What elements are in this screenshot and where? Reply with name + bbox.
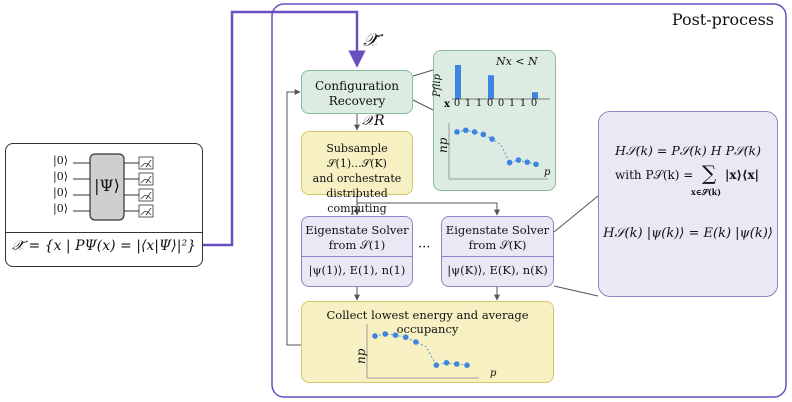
bit-0: 0 <box>453 98 461 109</box>
flip-bar-7 <box>532 92 538 99</box>
sum-symbol: ∑ <box>702 161 717 185</box>
collect-point-0 <box>372 333 378 339</box>
projector-term: |x⟩⟨x| <box>725 168 760 182</box>
collect-point-7 <box>443 360 450 366</box>
occ-point-7 <box>515 157 522 163</box>
eigen-equation: H𝒮(k) |ψ(k)⟩ = E(k) |ψ(k)⟩ <box>603 226 773 241</box>
link-solver-ham-2 <box>553 285 599 297</box>
bit-2: 1 <box>475 98 483 109</box>
link-solver-ham-1 <box>553 195 599 233</box>
recovery-detail-panel: Nx < N Pflip x np p <box>432 50 556 191</box>
collect-np-label: np <box>354 348 368 364</box>
feedback-loop-arrow <box>286 89 301 346</box>
ket-0-a: |0⟩ <box>53 154 68 167</box>
bit-7: 0 <box>530 98 538 109</box>
subsample-box: Subsample 𝒮(1)...𝒮(K) and orchestrate di… <box>301 131 413 215</box>
bit-1: 1 <box>464 98 472 109</box>
bit-5: 1 <box>508 98 516 109</box>
quantum-circuit <box>73 153 154 221</box>
solver-ellipsis: ··· <box>418 240 431 255</box>
input-state-box: |0⟩ |0⟩ |0⟩ |0⟩ |Ψ⟩ 𝒳̃ = {x | PΨ(x) = |⟨… <box>5 143 203 267</box>
divider <box>6 232 202 233</box>
collect-curve <box>374 333 468 366</box>
solverK-line1: Eigenstate Solver <box>445 223 550 237</box>
bit-6: 1 <box>519 98 527 109</box>
collect-point-3 <box>402 334 409 340</box>
occ-curve <box>456 129 537 165</box>
occ-point-1 <box>462 127 469 134</box>
occ-point-3 <box>480 131 487 138</box>
solver1-divider <box>302 256 412 257</box>
eigensolver-1-box: Eigenstate Solver from 𝒮(1) |ψ(1)⟩, E(1)… <box>301 216 413 287</box>
collect-point-4 <box>413 339 419 345</box>
chi-r-label: 𝒳R <box>362 113 385 129</box>
occ-point-2 <box>471 129 478 135</box>
collect-point-9 <box>464 362 470 368</box>
collect-box: Collect lowest energy and average occupa… <box>301 301 554 383</box>
flip-bar-3 <box>488 75 494 99</box>
projector-prefix: with P𝒮(k) = <box>615 168 694 182</box>
eigensolver-k-box: Eigenstate Solver from 𝒮(K) |ψ(K)⟩, E(K)… <box>441 216 554 287</box>
solver1-line2: from 𝒮(1) <box>328 238 386 252</box>
pflip-axis-label: Pflip <box>432 74 443 97</box>
ket-0-c: |0⟩ <box>53 186 68 199</box>
ket-0-b: |0⟩ <box>53 170 68 183</box>
psi-gate-label: |Ψ⟩ <box>94 176 120 195</box>
post-process-label: Post-process <box>671 10 774 29</box>
psi-gate <box>89 153 125 221</box>
subsample-line1: Subsample 𝒮(1)...𝒮(K) <box>326 142 388 170</box>
solverK-line2: from 𝒮(K) <box>468 238 527 252</box>
np-axis-label: np <box>436 137 450 153</box>
config-recovery-line1: Configuration <box>314 79 400 93</box>
link-config-panel <box>412 69 434 77</box>
config-recovery-line2: Recovery <box>328 94 386 108</box>
subsample-line3: distributed computing <box>326 187 388 215</box>
collect-point-1 <box>382 331 389 337</box>
occ-point-8 <box>524 159 531 165</box>
recovery-panel-svg <box>448 65 550 180</box>
solverK-divider <box>442 256 553 257</box>
flip-bar-0 <box>455 65 461 99</box>
post-process-frame <box>271 3 787 398</box>
solver1-outputs: |ψ(1)⟩, E(1), n(1) <box>308 263 406 277</box>
occ-point-4 <box>489 136 495 142</box>
occupancy-plot <box>448 123 548 180</box>
hamiltonian-box: H𝒮(k) = P𝒮(k) H P𝒮(k) with P𝒮(k) = ∑ x∈𝒮… <box>598 111 778 297</box>
solverK-outputs: |ψ(K)⟩, E(K), n(K) <box>447 263 548 277</box>
collect-occupancy-plot <box>366 324 479 379</box>
chi-tilde-label: 𝒳̃ <box>363 30 379 51</box>
collect-point-8 <box>453 361 460 367</box>
collect-point-2 <box>392 332 399 338</box>
bit-4: 0 <box>497 98 505 109</box>
collect-point-6 <box>433 362 440 368</box>
link-config-panel-2 <box>412 99 434 111</box>
collect-label: Collect lowest energy and average occupa… <box>326 308 529 336</box>
subsample-line2: and orchestrate <box>312 172 402 185</box>
collect-plot-svg <box>366 324 479 379</box>
occ-point-9 <box>533 161 539 168</box>
collect-p-label: p <box>490 368 497 379</box>
projected-hamiltonian: H𝒮(k) = P𝒮(k) H P𝒮(k) <box>615 143 761 158</box>
flip-prob-bars <box>452 65 550 100</box>
bit-3: 0 <box>486 98 494 109</box>
configuration-recovery-box: Configuration Recovery <box>301 70 413 114</box>
flow-arrow-input <box>203 10 366 247</box>
p-axis-label: p <box>544 167 551 178</box>
sample-set-formula: 𝒳̃ = {x | PΨ(x) = |⟨x|Ψ⟩|²} <box>12 238 197 254</box>
measurement-meters <box>138 156 154 218</box>
ket-0-d: |0⟩ <box>53 202 68 215</box>
occ-point-0 <box>454 129 460 135</box>
condition-label: Nx < N <box>496 55 538 68</box>
bit-axis-label: x <box>444 99 450 110</box>
solver1-line1: Eigenstate Solver <box>305 223 409 237</box>
occ-point-6 <box>506 159 513 166</box>
sum-subscript: x∈𝒮(k) <box>691 187 721 197</box>
